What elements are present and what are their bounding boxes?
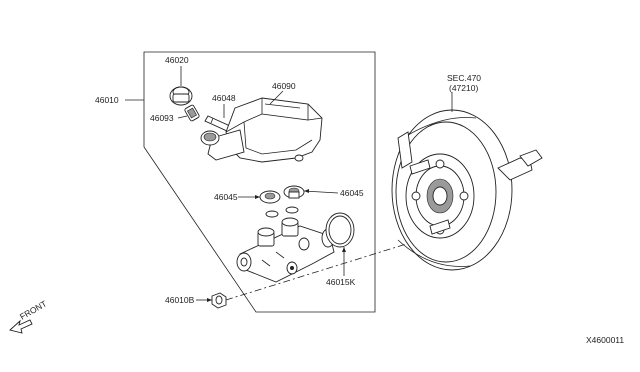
leader-lines	[125, 66, 346, 302]
label-46048: 46048	[212, 93, 236, 103]
grommet-part	[184, 104, 200, 122]
label-46010b: 46010B	[165, 295, 195, 305]
assembly-centerline	[225, 235, 433, 301]
label-sec-sub: (47210)	[449, 83, 478, 93]
o-ring	[325, 212, 355, 248]
front-direction-arrow	[9, 319, 33, 334]
master-cylinder	[236, 206, 335, 283]
assembly-boundary	[143, 51, 376, 313]
reservoir-cap	[169, 86, 193, 106]
label-46015k: 46015K	[326, 277, 356, 287]
label-46045-left: 46045	[214, 192, 238, 202]
seal-ring-left	[259, 190, 281, 204]
pin-part	[204, 115, 231, 132]
mounting-nut	[211, 292, 227, 309]
seal-ring-right	[283, 185, 305, 199]
label-46010: 46010	[95, 95, 119, 105]
diagram-id: X4600011	[586, 335, 624, 345]
label-front: FRONT	[18, 298, 48, 321]
label-46020: 46020	[165, 55, 189, 65]
label-46045-right: 46045	[340, 188, 364, 198]
reservoir-tank	[200, 97, 323, 163]
label-sec-ref: SEC.470	[447, 73, 481, 83]
brake-booster	[391, 92, 543, 271]
label-46090: 46090	[272, 81, 296, 91]
label-46093: 46093	[150, 113, 174, 123]
